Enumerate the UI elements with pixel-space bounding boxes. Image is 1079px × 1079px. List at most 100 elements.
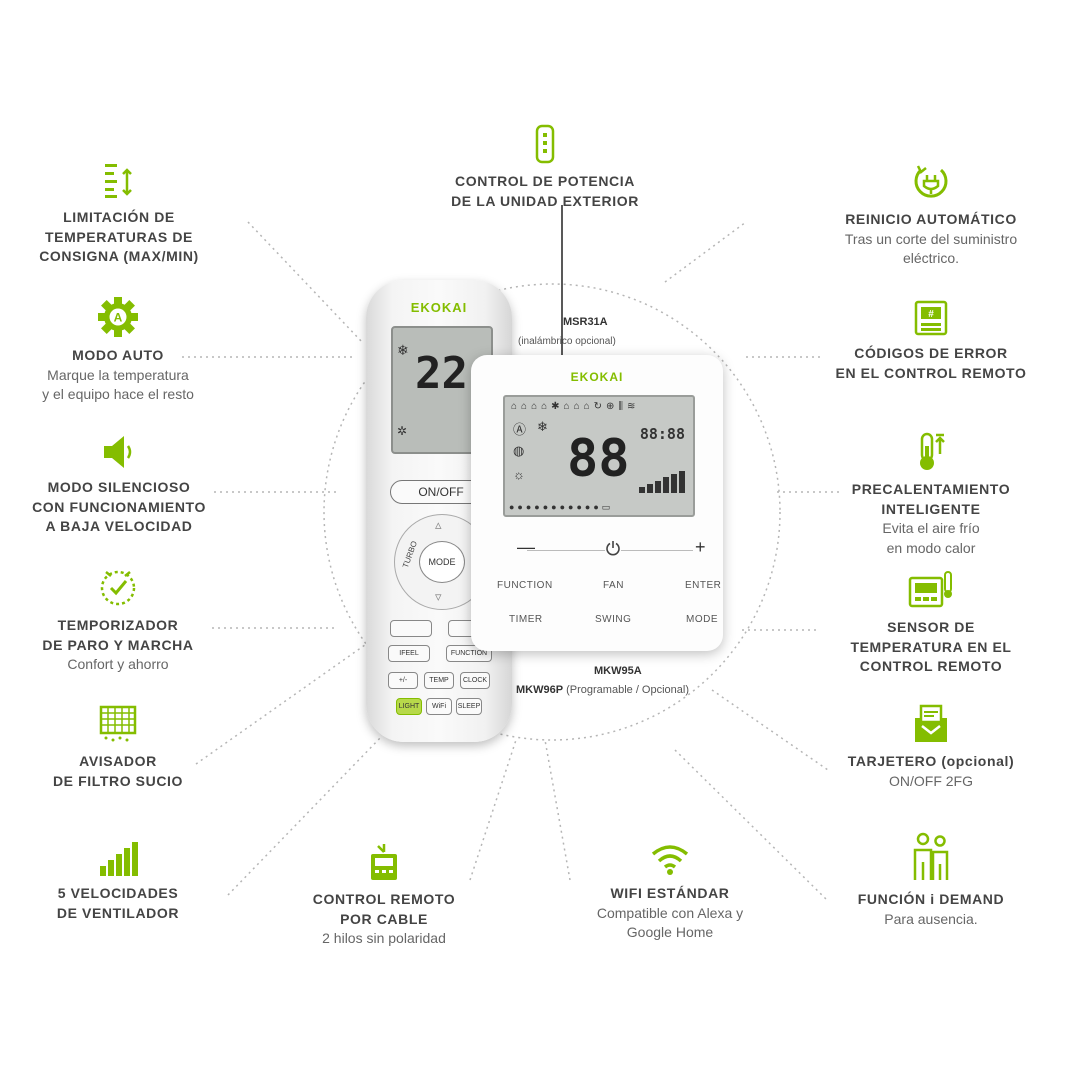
- feature-auto-restart: REINICIO AUTOMÁTICO Tras un corte del su…: [806, 162, 1056, 269]
- svg-text:#: #: [928, 309, 934, 320]
- feature-desc: Para ausencia.: [884, 910, 978, 927]
- wall-timer-button[interactable]: TIMER: [509, 614, 543, 625]
- feature-title: REINICIO AUTOMÁTICO: [845, 211, 1017, 227]
- arrow-up-icon[interactable]: ▵: [435, 517, 442, 532]
- feature-error-codes: # CÓDIGOS DE ERROR EN EL CONTROL REMOTO: [806, 300, 1056, 383]
- feature-i-demand: FUNCIÓN i DEMAND Para ausencia.: [806, 832, 1056, 929]
- model-mkw96-name: MKW96P: [516, 684, 564, 696]
- feature-wired-remote: CONTROL REMOTO POR CABLE 2 hilos sin pol…: [284, 842, 484, 949]
- fan-icon: ✲: [397, 424, 408, 438]
- feature-desc: ON/OFF 2FG: [889, 772, 973, 789]
- plus-button[interactable]: +: [695, 537, 706, 557]
- light-button[interactable]: LIGHT: [396, 698, 422, 715]
- feature-title: TEMPORIZADOR DE PARO Y MARCHA: [42, 617, 194, 653]
- feature-title: AVISADOR DE FILTRO SUCIO: [52, 753, 184, 789]
- model-msr-note: (inalámbrico opcional): [518, 336, 616, 347]
- remote-display-temp: 22: [415, 348, 468, 399]
- card-holder-icon: [915, 704, 947, 742]
- wall-brand: EKOKAI: [570, 370, 624, 384]
- model-msr: MSR31A: [563, 316, 608, 328]
- feature-title: MODO SILENCIOSO CON FUNCIONAMIENTO A BAJ…: [32, 479, 206, 534]
- wall-fan-button[interactable]: FAN: [603, 580, 624, 591]
- minus-button[interactable]: —: [517, 537, 535, 557]
- feature-temperature-limit: LIMITACIÓN DE TEMPERATURAS DE CONSIGNA (…: [20, 162, 218, 267]
- model-msr-name: MSR31A: [563, 316, 608, 328]
- wall-function-button[interactable]: FUNCTION: [497, 580, 553, 591]
- clock-button[interactable]: CLOCK: [460, 672, 490, 689]
- feature-desc: Compatible con Alexa y Google Home: [596, 904, 744, 941]
- dirty-filter-icon: [99, 705, 137, 742]
- feature-desc: 2 hilos sin polaridad: [322, 930, 446, 946]
- feature-auto-mode: A MODO AUTO Marque la temperatura y el e…: [18, 296, 218, 405]
- ifeel-button[interactable]: IFEEL: [388, 645, 430, 662]
- lcd-icons-row: ⌂⌂⌂⌂✱⌂⌂⌂↻⊕⫼≋: [511, 401, 640, 412]
- feature-timer: TEMPORIZADOR DE PARO Y MARCHA Confort y …: [18, 568, 218, 675]
- feature-desc: Marque la temperatura y el equipo hace e…: [42, 366, 194, 403]
- plus-minus-button[interactable]: +/-: [388, 672, 418, 689]
- model-mkw95-name: MKW95A: [594, 665, 642, 677]
- feature-desc: Confort y ahorro: [67, 656, 169, 672]
- wall-swing-button[interactable]: SWING: [595, 614, 632, 625]
- handheld-remote: EKOKAI ❄ 22 ✲ ON/OFF ▵ ▿ ▹ TURBO MODE IF…: [366, 280, 512, 742]
- thermometer-icon: [920, 432, 945, 470]
- people-demand-icon: [913, 832, 949, 880]
- mode-button[interactable]: MODE: [419, 541, 465, 583]
- wall-lcd: ⌂⌂⌂⌂✱⌂⌂⌂↻⊕⫼≋ Ⓐ ❄ ◍ ☼ 88 88:88 ●●●●●●●●●●…: [503, 395, 695, 517]
- remote-sensor-icon: [908, 571, 952, 608]
- temp-button[interactable]: TEMP: [424, 672, 454, 689]
- wifi-icon: [651, 845, 689, 875]
- speaker-icon: [104, 436, 132, 468]
- model-mkw96: MKW96P (Programable / Opcional): [516, 684, 689, 696]
- feature-title: WIFI ESTÁNDAR: [610, 885, 730, 901]
- auto-icon: Ⓐ: [513, 422, 527, 437]
- outdoor-unit-power-icon: [535, 124, 555, 164]
- feature-wifi: WIFI ESTÁNDAR Compatible con Alexa y Goo…: [555, 842, 785, 943]
- model-mkw96-note: (Programable / Opcional): [563, 684, 690, 696]
- feature-remote-sensor: SENSOR DE TEMPERATURA EN EL CONTROL REMO…: [806, 570, 1056, 677]
- feature-dirty-filter: AVISADOR DE FILTRO SUCIO: [18, 704, 218, 791]
- sleep-button[interactable]: SLEEP: [456, 698, 482, 715]
- feature-title: CONTROL DE POTENCIA DE LA UNIDAD EXTERIO…: [451, 173, 639, 209]
- arrow-down-icon[interactable]: ▿: [435, 589, 442, 604]
- sun-icon: ☼: [513, 467, 525, 482]
- lcd-bottom-icons: ●●●●●●●●●●●▭: [509, 502, 614, 512]
- signal-bars-icon: [100, 842, 138, 876]
- snowflake-icon: ❄: [537, 419, 548, 434]
- wired-remote-icon: [371, 844, 397, 880]
- remote-button-left[interactable]: [390, 620, 432, 637]
- snowflake-icon: ❄: [397, 342, 409, 358]
- auto-restart-icon: [914, 165, 948, 198]
- wall-enter-button[interactable]: ENTER: [685, 580, 722, 591]
- power-icon[interactable]: [605, 540, 621, 556]
- feature-desc: Evita el aire frío en modo calor: [882, 520, 980, 556]
- remote-brand: EKOKAI: [410, 300, 468, 315]
- feature-smart-preheat: PRECALENTAMIENTO INTELIGENTE Evita el ai…: [806, 432, 1056, 558]
- feature-fan-speeds: 5 VELOCIDADES DE VENTILADOR: [18, 842, 218, 923]
- feature-desc: Tras un corte del suministro eléctrico.: [844, 230, 1018, 267]
- error-codes-icon: #: [914, 300, 948, 336]
- svg-text:A: A: [114, 311, 123, 325]
- wall-display-big: 88: [567, 429, 630, 489]
- timer-clock-icon: [100, 570, 136, 606]
- feature-title: CONTROL REMOTO POR CABLE: [312, 891, 456, 927]
- feature-card-holder: TARJETERO (opcional) ON/OFF 2FG: [806, 704, 1056, 791]
- temperature-limit-icon: [105, 164, 132, 198]
- model-mkw95: MKW95A: [594, 665, 642, 677]
- feature-title: FUNCIÓN i DEMAND: [857, 891, 1005, 907]
- feature-title: MODO AUTO: [72, 347, 164, 363]
- wifi-button[interactable]: WiFi: [426, 698, 452, 715]
- wall-controller: EKOKAI ⌂⌂⌂⌂✱⌂⌂⌂↻⊕⫼≋ Ⓐ ❄ ◍ ☼ 88 88:88 ●●●…: [471, 355, 723, 651]
- fan-speed-bars-icon: [639, 471, 685, 493]
- drop-icon: ◍: [513, 443, 525, 458]
- feature-title: 5 VELOCIDADES DE VENTILADOR: [56, 885, 180, 921]
- feature-title: SENSOR DE TEMPERATURA EN EL CONTROL REMO…: [850, 619, 1012, 674]
- feature-title: LIMITACIÓN DE TEMPERATURAS DE CONSIGNA (…: [39, 209, 199, 264]
- feature-title: PRECALENTAMIENTO INTELIGENTE: [851, 481, 1011, 517]
- feature-silent-mode: MODO SILENCIOSO CON FUNCIONAMIENTO A BAJ…: [14, 434, 224, 537]
- feature-outdoor-power: CONTROL DE POTENCIA DE LA UNIDAD EXTERIO…: [420, 124, 670, 211]
- feature-title: CÓDIGOS DE ERROR EN EL CONTROL REMOTO: [835, 345, 1027, 381]
- wall-display-small: 88:88: [639, 425, 685, 443]
- feature-title: TARJETERO (opcional): [847, 753, 1015, 769]
- wall-mode-button[interactable]: MODE: [686, 614, 718, 625]
- auto-mode-gear-icon: A: [98, 297, 138, 337]
